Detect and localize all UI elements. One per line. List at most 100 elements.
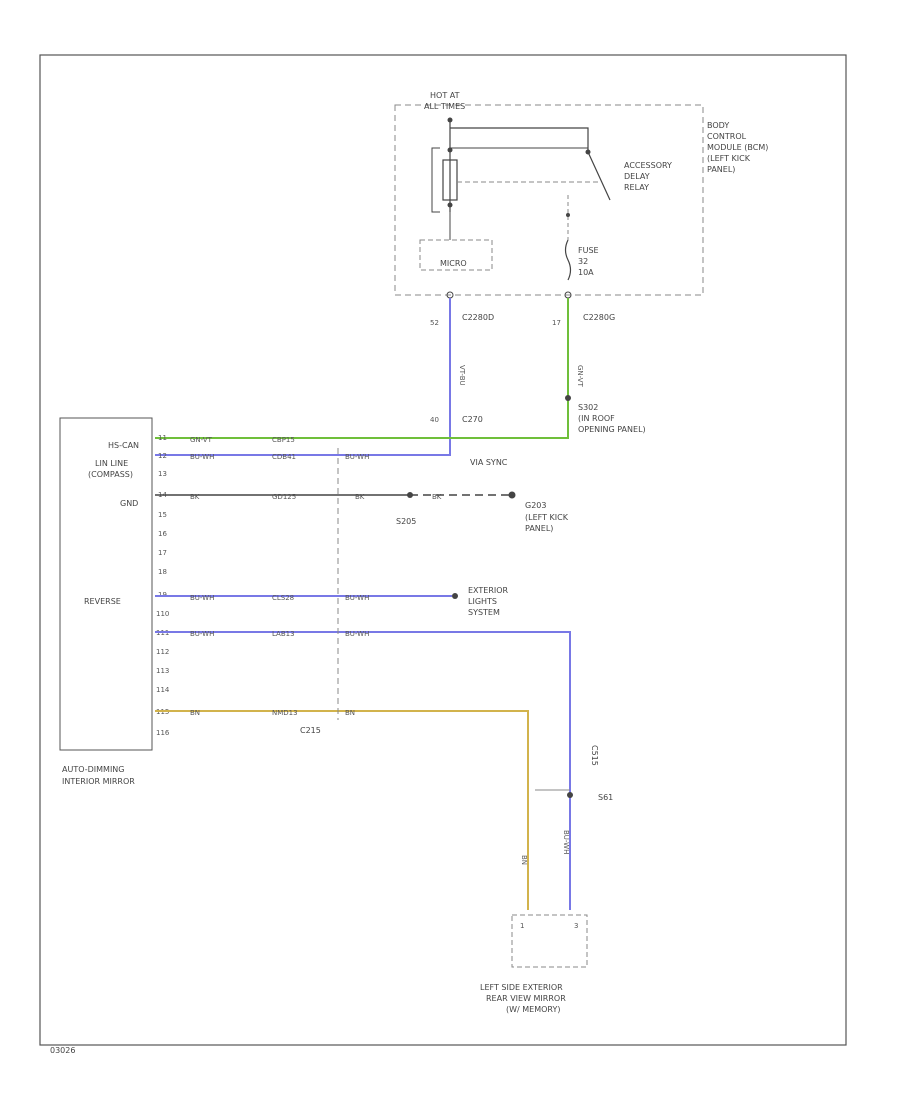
c2280-left-wire: VT-BU — [458, 365, 466, 386]
wire-mirror-blue — [155, 631, 571, 910]
wire-blue-sync — [155, 298, 451, 456]
bcm-label-1: BODY — [707, 121, 729, 130]
wire-2-right: BU-WH — [345, 453, 369, 461]
wire-3-mid: GD125 — [272, 493, 296, 501]
wire-4-right: BU-WH — [345, 594, 369, 602]
fuse-label-3: 10A — [578, 268, 594, 277]
power-bus-top — [450, 127, 589, 150]
bcm-label-2: CONTROL — [707, 132, 747, 141]
diagram-border — [39, 54, 847, 1046]
wire-2-mid: CDB41 — [272, 453, 296, 461]
wire-green-hscan — [155, 298, 569, 439]
relay-coil — [442, 159, 458, 201]
g203-desc-1: (LEFT KICK — [525, 513, 569, 522]
mirror-pin-12: 112 — [156, 648, 169, 656]
c515-label: C515 — [590, 745, 599, 766]
mirror-pin-14: 114 — [156, 686, 170, 694]
via-sync-label: VIA SYNC — [470, 458, 508, 467]
ext-lights-3: SYSTEM — [468, 608, 500, 617]
mirror-pin-7: 17 — [158, 549, 167, 557]
wire-5-right: BU-WH — [345, 630, 369, 638]
wire-4-left: BU-WH — [190, 594, 214, 602]
s302-label: S302 — [578, 403, 598, 412]
s302-node — [565, 395, 571, 401]
g203-desc-2: PANEL) — [525, 524, 553, 533]
fuse-node — [566, 213, 570, 217]
mirror-pin-16: 116 — [156, 729, 170, 737]
mirror-pin-10: 110 — [156, 610, 169, 618]
coil-node-top — [447, 147, 453, 153]
power-node — [447, 117, 453, 123]
footer-code: 03026 — [50, 1046, 75, 1055]
hot-at-line-1: HOT AT — [430, 91, 460, 100]
c215-label: C215 — [300, 726, 321, 735]
exterior-mirror-pin-3: 3 — [574, 922, 578, 930]
wire-mirror-yellow — [155, 710, 529, 910]
mirror-pin-label-compass: (COMPASS) — [88, 470, 133, 479]
mirror-name-1: AUTO-DIMMING — [62, 765, 125, 774]
c2280-right-wire: GN-VT — [576, 365, 584, 388]
mirror-pin-2: 12 — [158, 452, 167, 460]
mirror-pin-1: 11 — [158, 434, 167, 442]
mirror-pin-label-hscan: HS-CAN — [108, 441, 139, 450]
relay-label-1: ACCESSORY — [624, 161, 672, 170]
wire-3-right: BK — [355, 493, 365, 501]
relay-switch — [587, 151, 611, 201]
s205-label: S205 — [396, 517, 416, 526]
c2280-left-pin: 52 — [430, 319, 439, 327]
bcm-box — [394, 104, 704, 296]
mirror-pin-3: 13 — [158, 470, 167, 478]
c2280-left: C2280D — [462, 313, 494, 322]
micro-label: MICRO — [440, 259, 467, 268]
s302-desc-2: OPENING PANEL) — [578, 425, 646, 434]
mirror-pin-8: 18 — [158, 568, 167, 576]
wire-5-left: BU-WH — [190, 630, 214, 638]
mirror-pin-label-lin: LIN LINE — [95, 459, 128, 468]
micro-box — [419, 239, 493, 271]
mirror-pin-label-reverse: REVERSE — [84, 597, 121, 606]
bcm-label-5: PANEL) — [707, 165, 735, 174]
exterior-mirror-label-1: LEFT SIDE EXTERIOR — [480, 983, 563, 992]
s205-node — [407, 492, 413, 498]
mirror-pin-6: 16 — [158, 530, 167, 538]
wire-6-mid: NMD13 — [272, 709, 298, 717]
c270-pin: 40 — [430, 416, 439, 424]
wire-3-left: BK — [190, 493, 200, 501]
relay-label-3: RELAY — [624, 183, 649, 192]
ext-lights-1: EXTERIOR — [468, 586, 509, 595]
c270-label: C270 — [462, 415, 483, 424]
bottom-left-wire-label: BN — [520, 855, 528, 865]
coil-node-bottom — [447, 202, 453, 208]
hot-at-line-2: ALL TIMES — [424, 102, 465, 111]
mirror-name-2: INTERIOR MIRROR — [62, 777, 135, 786]
g203-label: G203 — [525, 501, 546, 510]
exterior-mirror-label-3: (W/ MEMORY) — [506, 1005, 560, 1014]
mirror-pin-label-gnd: GND — [120, 499, 138, 508]
wire-2-left: BU-WH — [190, 453, 214, 461]
bcm-label-3: MODULE (BCM) — [707, 143, 768, 152]
g203-node — [508, 491, 516, 499]
s61-label: S61 — [598, 793, 613, 802]
bcm-label-4: (LEFT KICK — [707, 154, 751, 163]
exterior-mirror-label-2: REAR VIEW MIRROR — [486, 994, 566, 1003]
fuse-label-2: 32 — [578, 257, 588, 266]
wire-5-mid: LAB13 — [272, 630, 295, 638]
exterior-mirror-box — [511, 914, 588, 968]
wire-4-mid: CLS28 — [272, 594, 294, 602]
bottom-right-wire-label: BU-WH — [562, 830, 570, 854]
mirror-pin-5: 15 — [158, 511, 167, 519]
fuse-label-1: FUSE — [578, 246, 599, 255]
wire-6-right: BN — [345, 709, 355, 717]
s61-node — [567, 792, 573, 798]
mirror-pin-13: 113 — [156, 667, 169, 675]
wire-1-mid: CBP15 — [272, 436, 295, 444]
mirror-module-box — [59, 417, 153, 751]
relay-bracket — [431, 147, 440, 213]
wire-1-left: GN-VT — [190, 436, 213, 444]
ext-lights-2: LIGHTS — [468, 597, 497, 606]
c2280-right-pin: 17 — [552, 319, 561, 327]
ext-lights-arrow — [452, 593, 458, 599]
fuse-symbol — [564, 239, 572, 281]
wire-3-far: BK — [432, 493, 442, 501]
